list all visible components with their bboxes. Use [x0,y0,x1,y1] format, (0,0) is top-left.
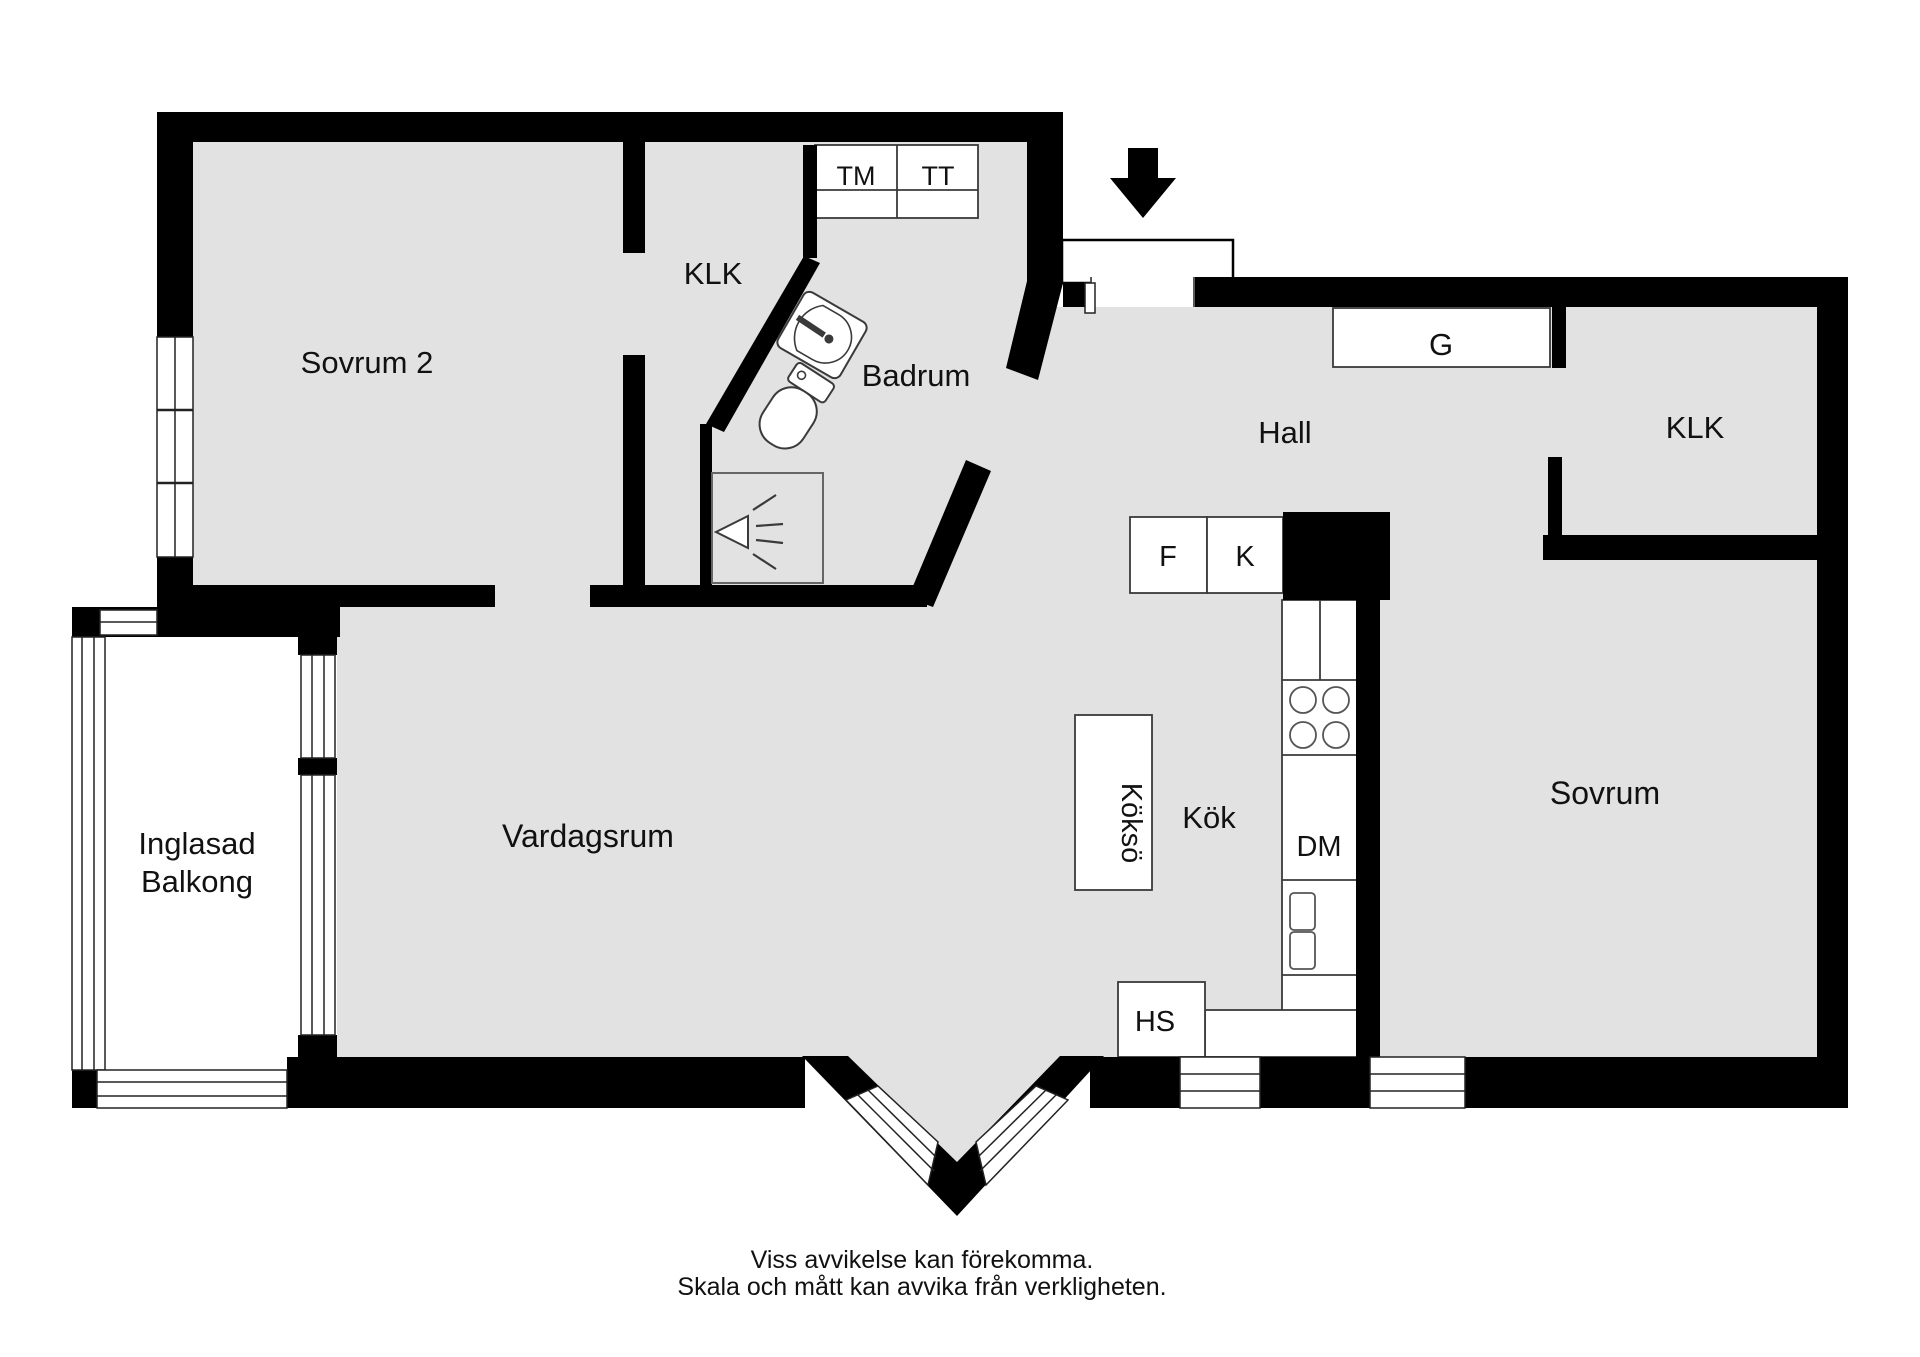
wall-klk1-badrum-top [803,145,817,258]
wall-sovrum2-bottom [157,585,495,607]
wall-entry-column [1027,142,1063,283]
wall-klk1-left-upper [623,142,645,253]
wall-klk1-left-lower [623,355,645,585]
stove-icon [1289,686,1350,749]
wall-top-right [1195,277,1848,307]
entry-door-opening [1084,277,1195,314]
wall-klk2-left-upper [1552,307,1566,368]
bay-window-right [975,1085,1070,1187]
window-bottom-2 [1369,1056,1466,1109]
wall-kitchen-sovrum [1356,600,1380,1057]
wall-klk1-badrum-diagonal [706,256,820,432]
footer-disclaimer-line2: Skala och mått kan avvika från verklighe… [677,1273,1166,1301]
room-label-vardagsrum: Vardagsrum [502,818,674,854]
fixture-label-g: G [1429,327,1453,362]
wall-badrum-bottom [590,585,927,607]
balcony-floor [105,637,298,1070]
fixture-label-k: K [1235,541,1255,573]
wall-entry-diagonal [1006,277,1063,380]
window-sovrum2-left [156,336,194,558]
entry-arrow-icon [1110,148,1176,218]
room-label-klk-right: KLK [1666,410,1725,445]
sink-icon [776,290,868,380]
wall-balcony-right-1 [298,625,337,655]
room-label-sovrum2: Sovrum 2 [301,345,434,380]
freezer-box [1206,516,1284,594]
bathroom-fixtures [711,290,868,584]
cabinets [814,144,1551,1058]
apartment-floor [193,142,1817,1162]
wall-badrum-right-diagonal [908,460,991,607]
window-balcony-left [71,636,106,1071]
room-label-kok: Kök [1182,800,1236,835]
wall-badrum-left-lower [700,424,712,587]
wardrobe-g [1332,307,1551,368]
entry-porch [1060,238,1235,285]
window-balcony-top [99,609,158,636]
fixture-label-tt: TT [922,161,955,191]
fixture-label-hs: HS [1135,1006,1175,1038]
room-label-klk-left: KLK [684,256,743,291]
fixture-label-f: F [1159,541,1177,573]
room-label-badrum: Badrum [862,358,971,393]
wall-balcony-right-3 [298,1035,337,1070]
wall-bottom-left [287,1057,805,1108]
fixture-label-dm: DM [1296,831,1341,863]
wall-kitchen-corner [1283,512,1390,600]
kitchen-sink-1 [1289,892,1316,931]
kitchen-counter-bottom [1204,1009,1359,1058]
room-label-sovrum: Sovrum [1550,775,1660,811]
wall-top-left [157,112,1063,142]
wall-klk2-bottom [1543,535,1817,560]
floors [105,142,1817,1162]
shower-icon [711,472,824,584]
footer-disclaimer-line1: Viss avvikelse kan förekomma. [751,1246,1094,1274]
room-label-balkong-line2: Balkong [141,864,253,899]
window-balcony-bottom [96,1069,288,1109]
fixture-label-tm: TM [837,161,876,191]
bay-window-left [844,1085,939,1187]
windows [71,277,1466,1187]
wall-right [1817,277,1848,1108]
window-balcony-inner-1 [300,654,336,759]
room-label-balkong-line1: Inglasad [138,826,255,861]
room-label-hall: Hall [1258,415,1311,450]
window-balcony-inner-2 [300,774,336,1036]
labels: Sovrum 2 KLK Badrum Hall KLK Sovrum Kök … [138,161,1724,1301]
wall-balcony-right-2 [298,758,337,775]
toilet-icon [758,361,835,450]
kitchen-sink-2 [1289,931,1316,970]
fixture-label-kokso: Köksö [1115,783,1147,864]
kitchen-island [1074,714,1153,891]
window-bottom-1 [1179,1056,1261,1109]
wall-klk2-left-lower [1548,457,1562,553]
